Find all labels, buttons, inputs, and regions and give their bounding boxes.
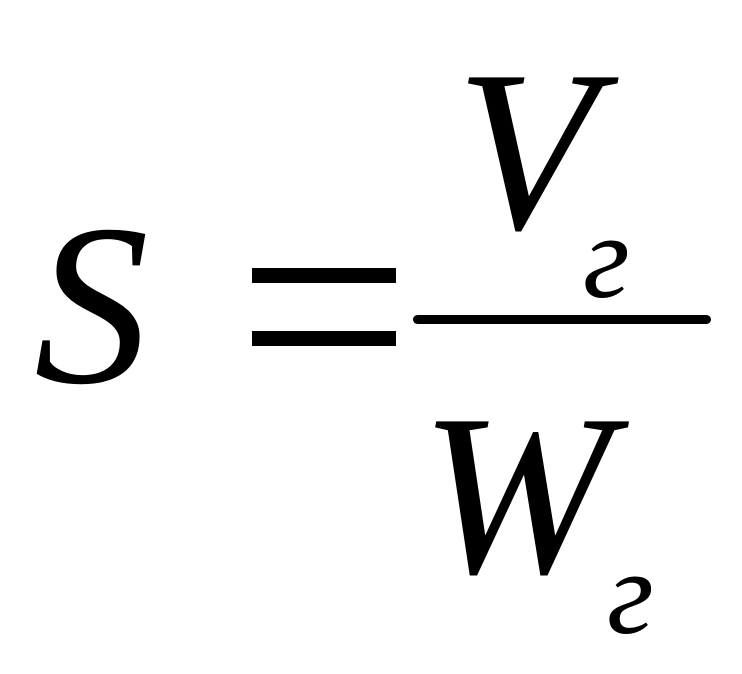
denominator-symbol: W (420, 367, 612, 622)
numerator-subscript: г (583, 190, 630, 323)
equals-bar-bottom (252, 331, 396, 346)
fraction-bar (413, 315, 711, 324)
equals-bar-top (252, 268, 396, 283)
lhs-symbol: S (34, 177, 149, 432)
numerator-symbol: V (456, 23, 597, 278)
denominator-subscript: г (607, 526, 654, 659)
